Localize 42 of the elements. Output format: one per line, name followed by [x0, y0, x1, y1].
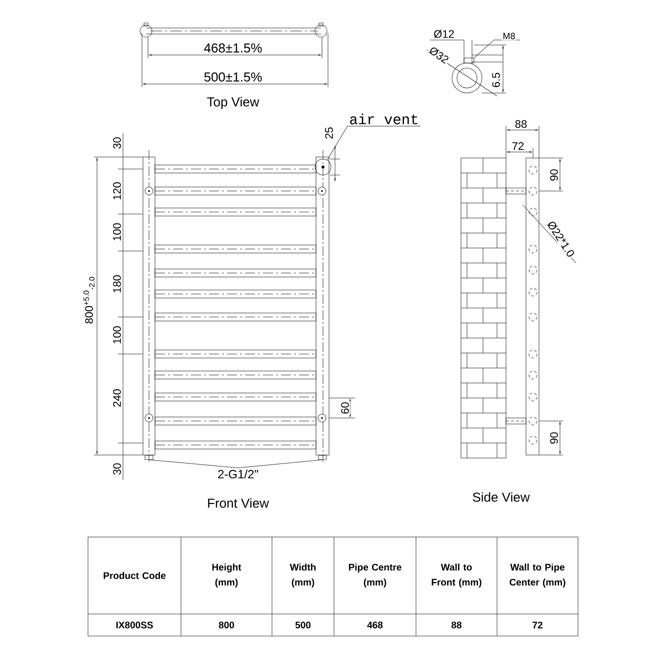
- table-value: 800: [218, 622, 234, 628]
- table-value: 468: [367, 622, 383, 628]
- leader-line: [238, 460, 323, 468]
- dimension-label: 6.5: [491, 71, 501, 89]
- table-value: 500: [295, 622, 311, 628]
- column-header: Width (mm): [290, 564, 316, 588]
- dimension-label: 30: [112, 136, 122, 150]
- dimension-label: 100: [112, 222, 122, 242]
- table-value: IX800SS: [116, 622, 153, 628]
- table-value: 72: [532, 622, 542, 628]
- dimension-label: 30: [112, 462, 122, 476]
- table-value: 88: [452, 622, 462, 628]
- dimension-label: 500±1.5%: [202, 71, 264, 83]
- dimension-label: M8: [502, 32, 516, 40]
- dimension-label: 90: [549, 168, 559, 182]
- pipe-inlet: [144, 455, 154, 460]
- callout-label: 2-G1/2": [218, 470, 258, 478]
- dimension-label: 90: [549, 430, 559, 446]
- dimension-label: 88: [514, 119, 528, 129]
- dimension-label: 100: [112, 324, 122, 346]
- dimension-label: 25: [324, 126, 334, 140]
- dimension-label: Ø32: [426, 44, 452, 66]
- leader-line: [148, 460, 238, 468]
- column-header: Height (mm): [212, 564, 242, 588]
- dimension-label: 120: [112, 180, 122, 202]
- view-title: Side View: [471, 491, 531, 503]
- dimension-label: 468±1.5%: [202, 42, 264, 54]
- air-vent-circle: [314, 158, 332, 176]
- dimension-label: 240: [112, 388, 122, 408]
- dimension-label: 72: [510, 141, 526, 151]
- callout-label: air vent: [350, 114, 418, 124]
- column-header: Wall to Front (mm): [432, 564, 482, 588]
- view-title: Front View: [206, 497, 270, 509]
- column-header: Product Code: [104, 572, 166, 579]
- column-header: Pipe Centre (mm): [349, 564, 402, 588]
- dimension-label: Ø12: [432, 28, 456, 40]
- leader-line: [326, 126, 421, 160]
- view-title: Top View: [206, 96, 260, 110]
- dimension-label: 180: [112, 274, 122, 294]
- column-header: Wall to Pipe Center (mm): [510, 564, 566, 588]
- dimension-label: 60: [340, 400, 350, 416]
- pipe-inlet: [318, 455, 327, 460]
